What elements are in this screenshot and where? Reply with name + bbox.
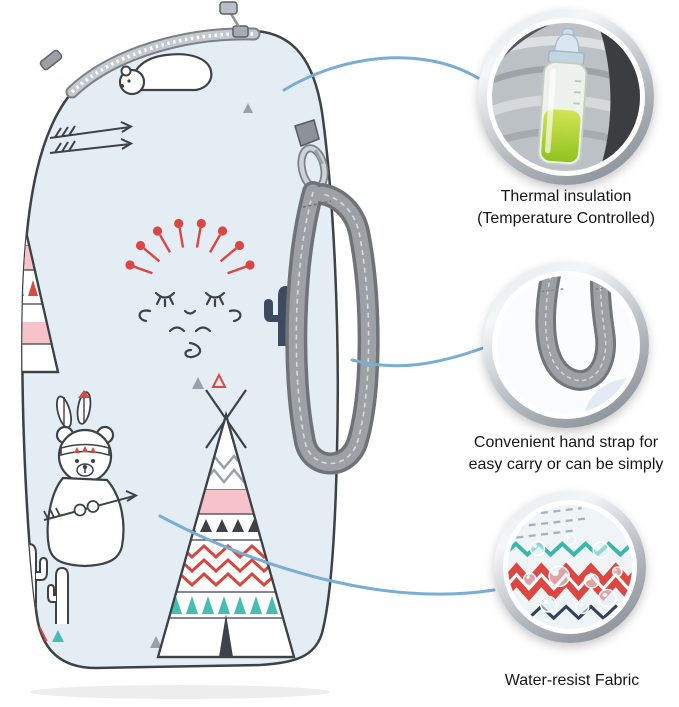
- callout-ring-gap: [487, 18, 645, 176]
- zipper-pull: [219, 1, 249, 38]
- thermal-insulation-label: Thermal insulation (Temperature Controll…: [477, 186, 655, 230]
- thermal-insulation-photo: [492, 23, 640, 171]
- zipper: [39, 1, 261, 99]
- bag-shadow: [30, 685, 330, 699]
- hand-strap-label: Convenient hand strap for easy carry or …: [469, 432, 664, 476]
- label-line: easy carry or can be simply: [468, 456, 664, 474]
- label-line: Thermal insulation: [500, 188, 632, 205]
- callout-ring-gap: [503, 500, 637, 634]
- callout-thermal-insulation: [478, 9, 654, 185]
- callout-water-resist-fabric: [494, 491, 646, 643]
- zipper-end-tab: [39, 49, 63, 71]
- feather-bear-motif: [43, 390, 139, 568]
- strap-anchor-tab: [294, 119, 320, 147]
- hand-strap-illustration: [497, 276, 635, 414]
- scatter-triangles-motif: [150, 103, 253, 648]
- water-droplets: [522, 532, 623, 615]
- label-line: (Temperature Controlled): [477, 210, 655, 228]
- baby-bottle-icon: [537, 27, 588, 166]
- feather-crown-animal-motif: [125, 218, 255, 359]
- insulated-lining-illustration: [492, 23, 640, 171]
- polar-bear-motif: [118, 53, 213, 96]
- water-resist-fabric-label: Water-resist Fabric: [505, 670, 640, 692]
- hand-strap-photo: [497, 276, 635, 414]
- arrows-motif: [49, 121, 134, 154]
- callout-ring-gap: [492, 271, 640, 419]
- label-line: Convenient hand strap for: [473, 434, 659, 451]
- water-resist-fabric-photo: [508, 505, 632, 629]
- fabric-droplets-illustration: [508, 505, 632, 629]
- hand-strap: [285, 119, 380, 475]
- callout-hand-strap: [483, 262, 649, 428]
- label-line: Water-resist Fabric: [504, 672, 640, 689]
